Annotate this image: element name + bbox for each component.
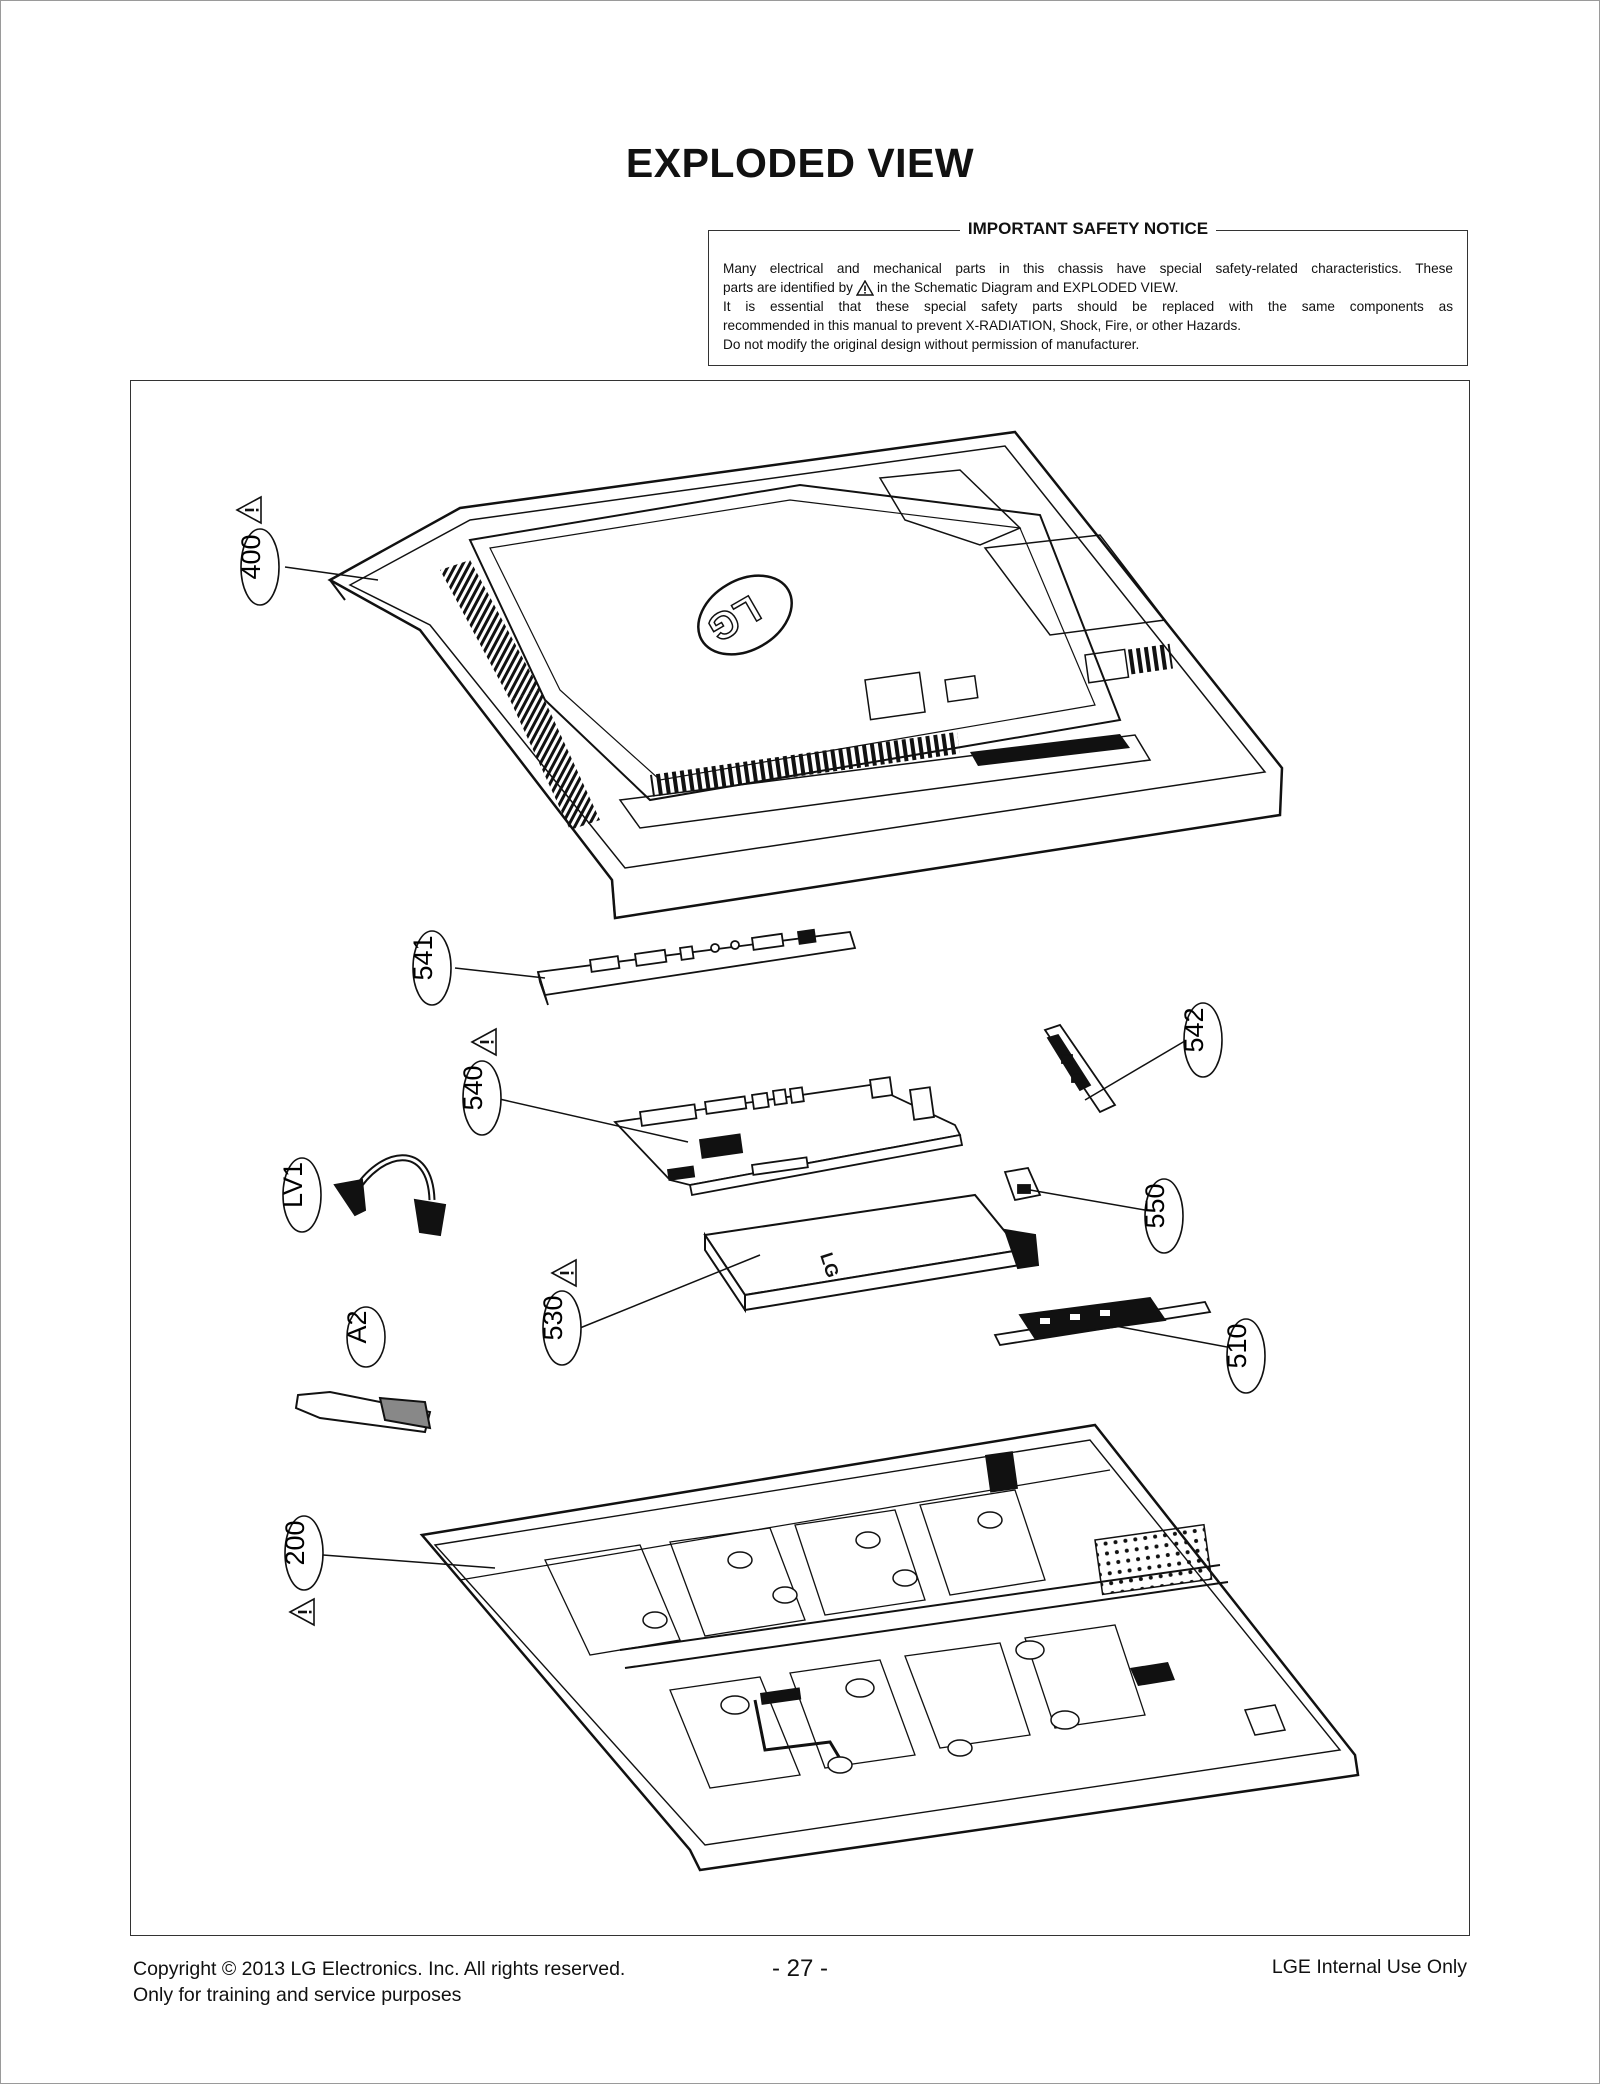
remote-a2 — [294, 1390, 432, 1434]
warning-triangle-icon — [470, 1027, 497, 1057]
safety-notice-box: IMPORTANT SAFETY NOTICE Many electrical … — [708, 219, 1468, 366]
av-bracket-541 — [536, 928, 857, 1006]
callout-200: 200 — [280, 1515, 324, 1591]
page-title: EXPLODED VIEW — [625, 140, 975, 186]
copyright-text: Copyright © 2013 LG Electronics. Inc. Al… — [133, 1958, 626, 1980]
svg-text:400: 400 — [236, 534, 266, 579]
warning-triangle-icon — [855, 280, 874, 297]
callout-530: 530 — [538, 1290, 582, 1366]
svg-text:LV1: LV1 — [278, 1162, 308, 1208]
purpose-text: Only for training and service purposes — [133, 1984, 462, 2006]
callout-550: 550 — [1140, 1178, 1184, 1254]
callout-540: 540 — [458, 1060, 502, 1136]
svg-text:550: 550 — [1140, 1183, 1170, 1228]
main-board-540 — [613, 1076, 964, 1197]
backlight-chassis-200 — [419, 1423, 1360, 1872]
drawing-frame — [130, 380, 1470, 1936]
callout-400: 400 — [236, 528, 280, 606]
leader-lines — [284, 566, 1244, 1569]
internal-use-label: LGE Internal Use Only — [1271, 1956, 1467, 1978]
svg-text:A2: A2 — [342, 1310, 372, 1343]
svg-text:540: 540 — [458, 1065, 488, 1110]
callout-541: 541 — [408, 930, 452, 1006]
notice-line-4: recommended in this manual to prevent X-… — [723, 318, 1242, 333]
page-number: - 27 - — [771, 1955, 828, 1982]
warning-triangle-icon — [550, 1258, 577, 1288]
callout-542: 542 — [1179, 1002, 1223, 1078]
notice-line-5: Do not modify the original design withou… — [723, 337, 1140, 352]
back-cover-400: LG — [327, 430, 1284, 920]
safety-notice-title: IMPORTANT SAFETY NOTICE — [959, 219, 1217, 238]
side-bracket-542 — [1043, 1023, 1117, 1114]
notice-line-1: Many electrical and mechanical parts in … — [723, 261, 1453, 276]
svg-text:510: 510 — [1222, 1323, 1252, 1368]
callout-a2: A2 — [342, 1306, 386, 1368]
svg-text:200: 200 — [280, 1520, 310, 1565]
housing-550 — [1003, 1166, 1042, 1202]
svg-text:542: 542 — [1179, 1007, 1209, 1052]
svg-text:530: 530 — [538, 1295, 568, 1340]
button-board-510 — [993, 1297, 1212, 1346]
power-supply-530: LG — [703, 1193, 1040, 1314]
notice-line-3: It is essential that these special safet… — [723, 299, 1453, 314]
callout-lv1: LV1 — [278, 1157, 322, 1233]
footer-copyright: Copyright © 2013 LG Electronics. Inc. Al… — [133, 1956, 625, 2008]
svg-text:541: 541 — [408, 935, 438, 980]
warning-triangle-icon — [235, 495, 262, 525]
callout-510: 510 — [1222, 1318, 1266, 1394]
lvds-cable-lv1 — [333, 1154, 447, 1237]
safety-notice-body: Many electrical and mechanical parts in … — [723, 259, 1453, 354]
warning-triangle-icon — [288, 1597, 315, 1627]
